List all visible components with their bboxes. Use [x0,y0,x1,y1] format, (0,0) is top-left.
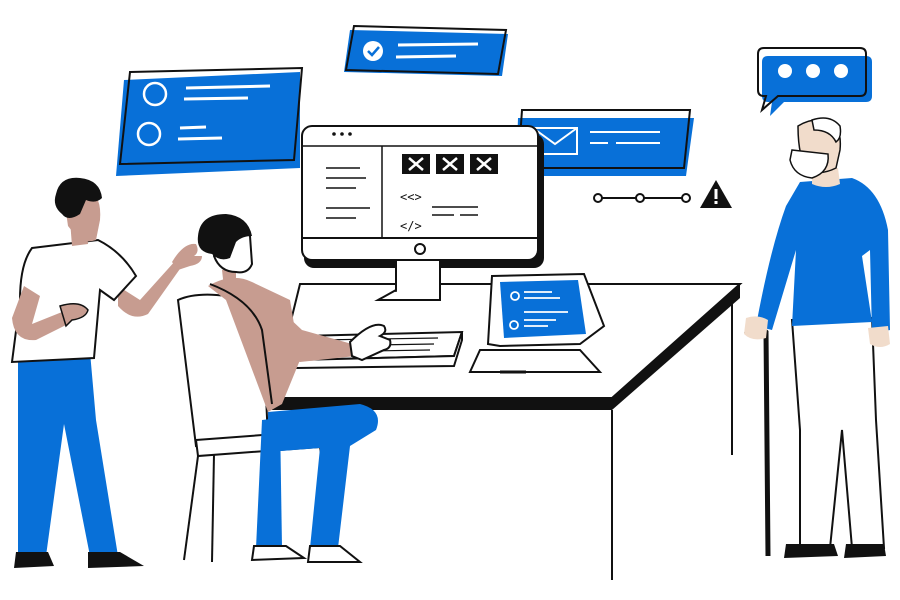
editor-tiles [402,154,498,174]
monitor: <<> </> [301,125,544,301]
standing-man-left [10,177,202,568]
chat-bubble [757,47,872,116]
warning-icon [700,180,732,208]
elderly-man [744,117,890,558]
seated-developer [197,214,392,563]
tablet [468,272,606,374]
code-open-tag: <<> [400,190,422,204]
check-card [344,24,508,76]
chat-dots-icon [778,64,848,78]
radio-icon [509,320,519,330]
status-slider [593,193,691,203]
radio-icon [510,291,520,301]
close-tile-icon [470,154,498,174]
radio-icon [136,121,162,147]
close-tile-icon [402,154,430,174]
radio-options-card [116,66,304,176]
close-tile-icon [436,154,464,174]
check-icon [367,46,380,57]
code-close-tag: </> [400,219,422,233]
radio-icon [142,81,168,107]
